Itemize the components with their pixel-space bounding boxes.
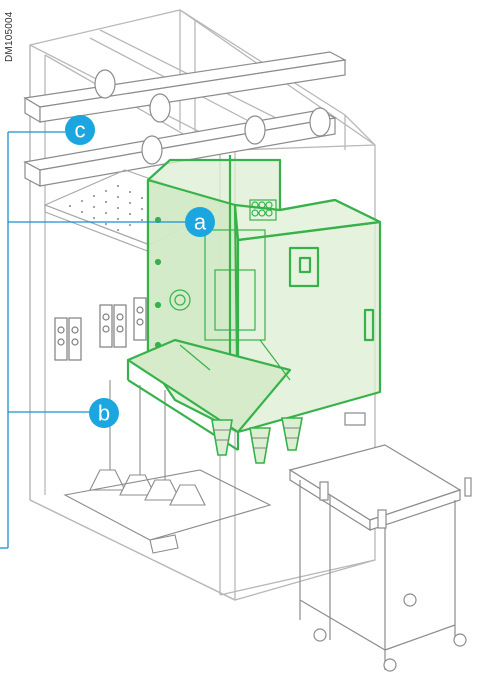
callout-b: b <box>89 398 119 428</box>
cone-ribs <box>214 427 300 449</box>
cable-cones <box>63 380 272 554</box>
breaker-inner-details <box>169 199 291 381</box>
callout-a: a <box>185 207 215 237</box>
circuit-breaker-module <box>126 155 382 451</box>
callout-c: c <box>65 115 95 145</box>
callout-bracket <box>0 131 185 549</box>
callout-c-label: c <box>75 118 86 143</box>
cable-terminals <box>54 297 147 361</box>
breaker-disconnect-cones <box>211 417 303 464</box>
callout-b-label: b <box>98 401 110 426</box>
callout-a-label: a <box>194 210 207 235</box>
shelf-holes <box>68 184 144 232</box>
nameplate <box>344 412 366 426</box>
busbars <box>23 51 347 187</box>
handling-trolley <box>288 444 472 672</box>
